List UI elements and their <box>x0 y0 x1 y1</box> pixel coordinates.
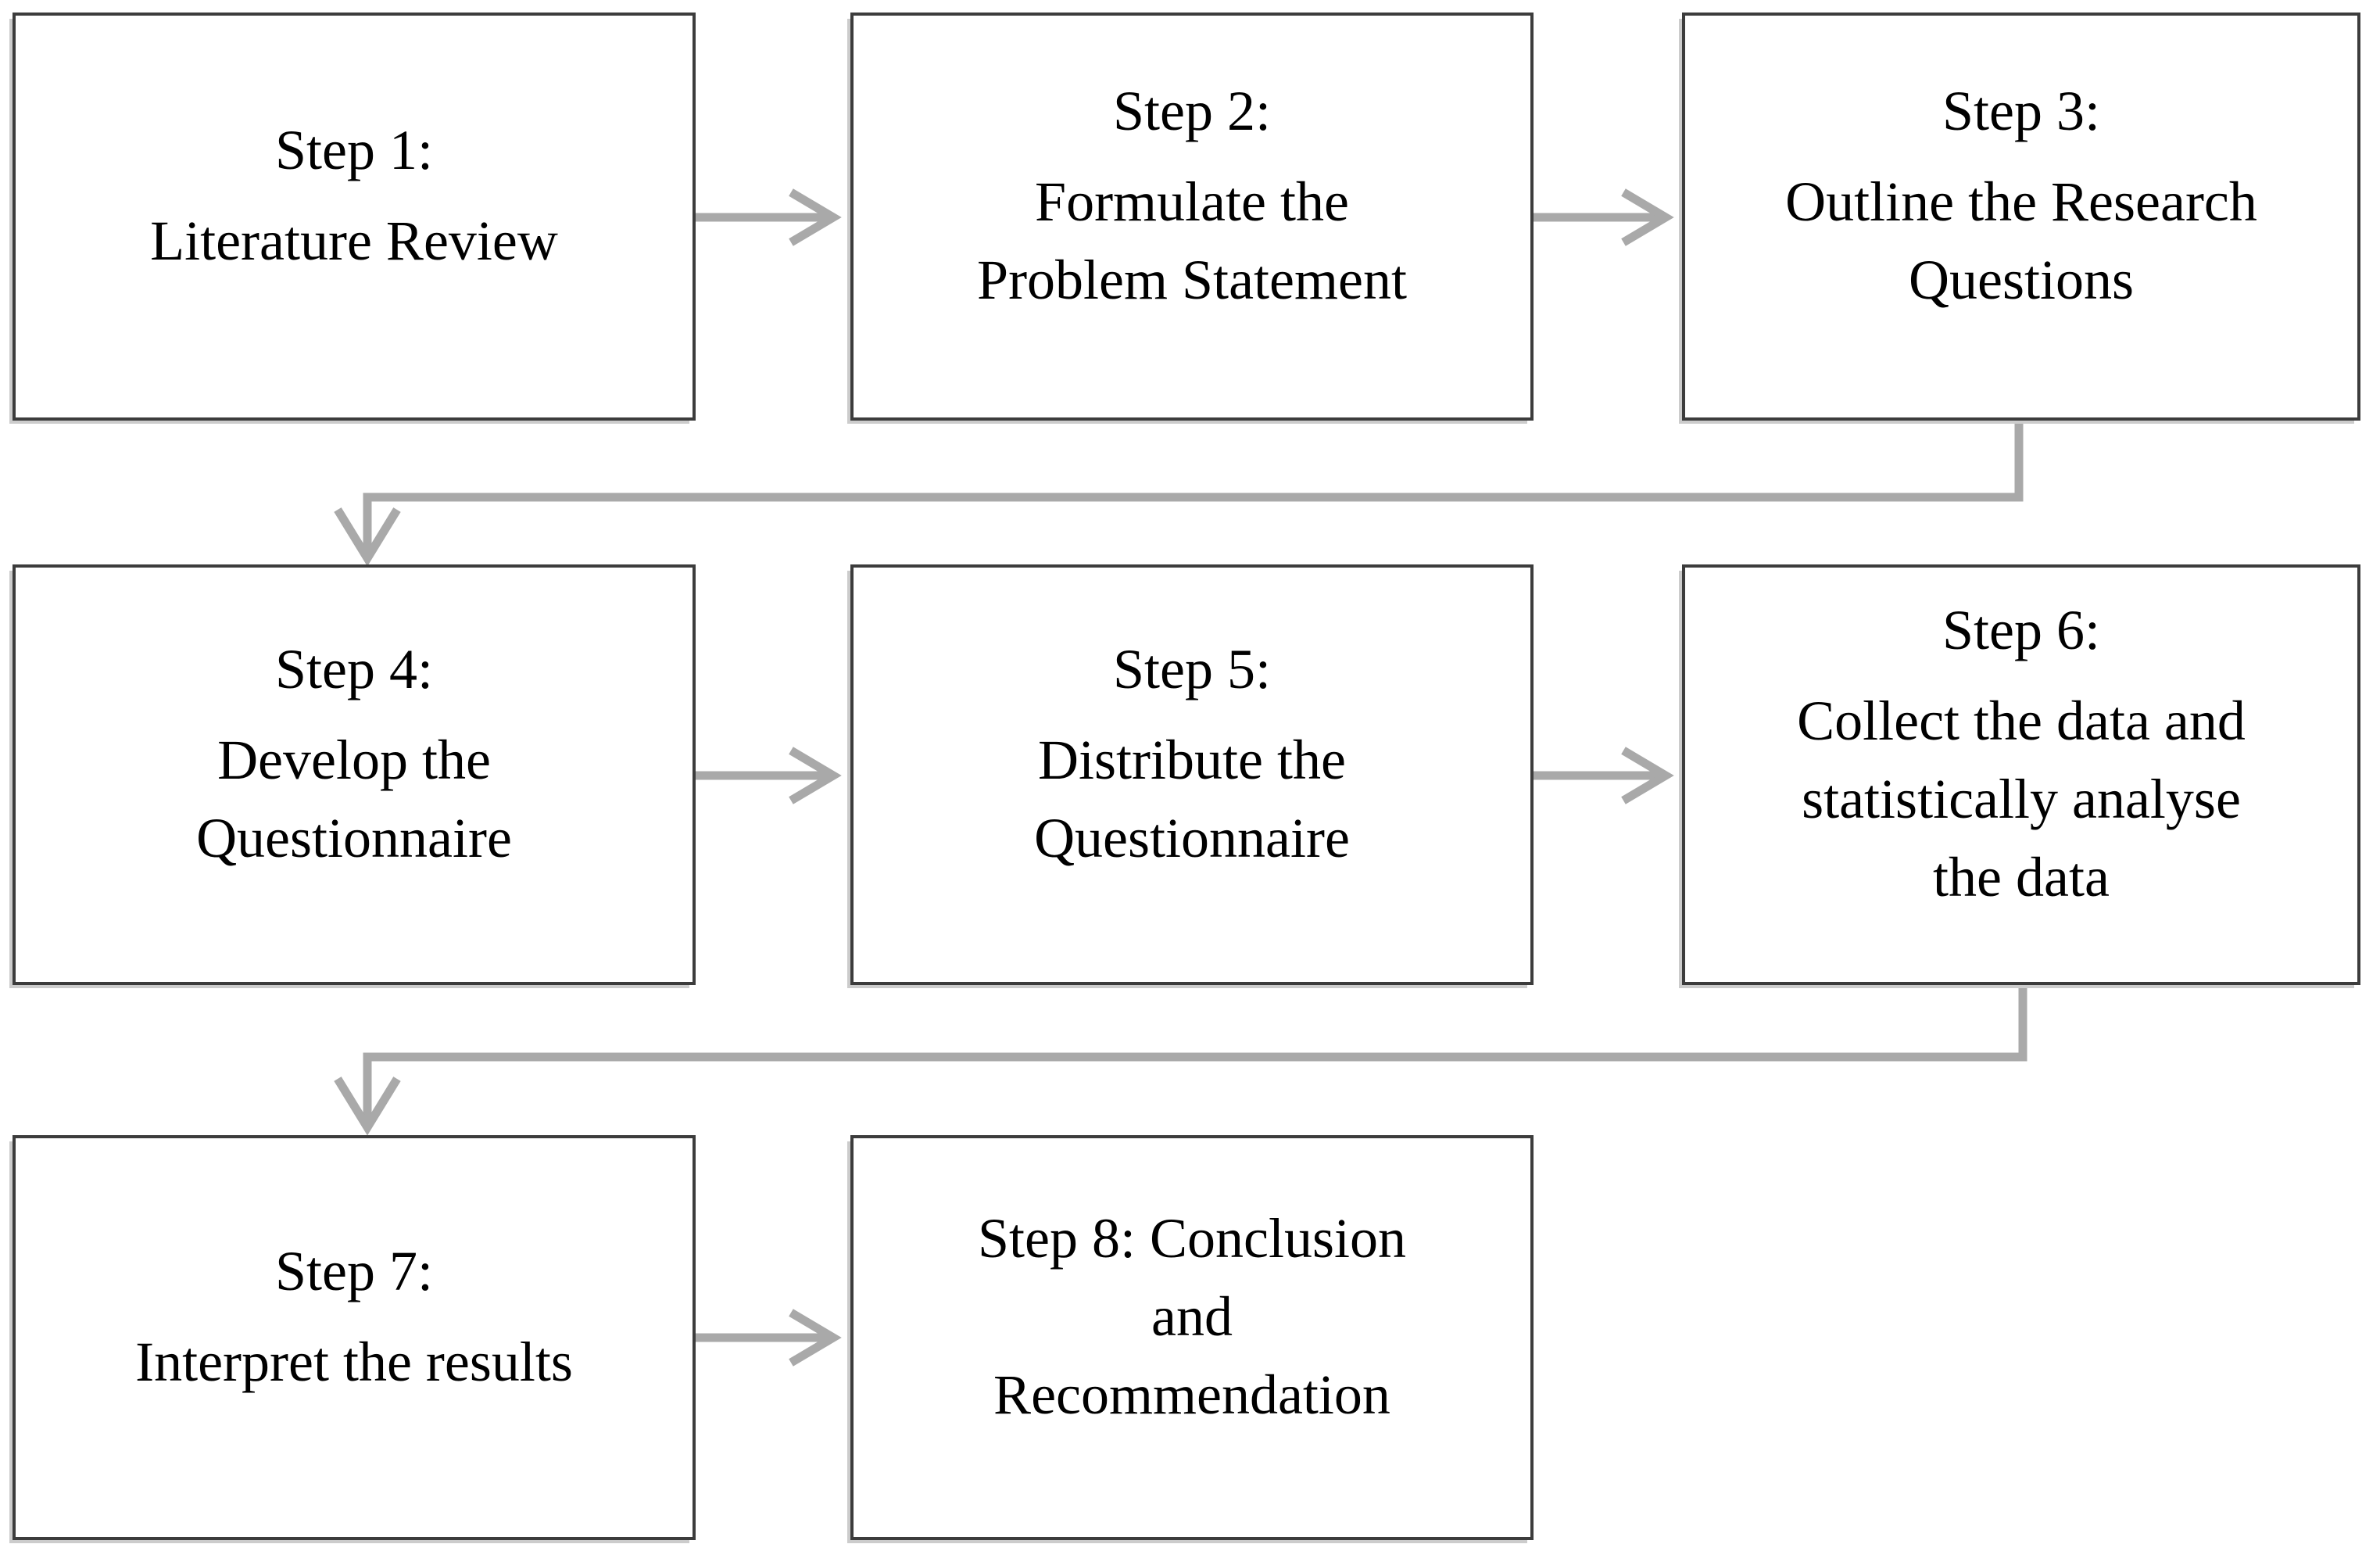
description-line: Literature Review <box>150 209 558 272</box>
step-label: Step 5: <box>1112 637 1271 700</box>
description-line: the data <box>1933 845 2110 908</box>
step-label: Step 4: <box>274 637 433 700</box>
connector-step6-to-step7 <box>334 987 2027 1136</box>
description-line: Outline the Research <box>1785 170 2257 233</box>
step-description: Interpret the results <box>135 1323 573 1401</box>
description-line: Distribute the <box>1038 728 1346 791</box>
step-label: Step 1: <box>274 118 433 181</box>
arrowhead-right-icon <box>1621 747 1674 804</box>
description-line: Questions <box>1909 248 2134 311</box>
description-line: Step 8: Conclusion <box>977 1206 1406 1270</box>
description-line: Recommendation <box>993 1363 1390 1426</box>
step-label: Step 7: <box>274 1239 433 1302</box>
arrowhead-down-icon <box>334 507 401 567</box>
flow-box-step-6: Step 6: Collect the data and statisticall… <box>1682 564 2360 985</box>
arrow-step5-to-step6 <box>1534 747 1674 804</box>
arrow-step2-to-step3 <box>1534 188 1674 246</box>
description-line: Questionnaire <box>196 806 512 869</box>
description-line: Develop the <box>217 728 491 791</box>
step-label: Step 2: <box>1112 79 1271 142</box>
flow-box-step-1: Step 1: Literature Review <box>13 13 696 421</box>
arrowhead-right-icon <box>789 188 842 246</box>
arrow-step1-to-step2 <box>696 188 842 246</box>
description-line: and <box>1151 1284 1233 1348</box>
arrowhead-right-icon <box>789 1309 842 1367</box>
connector-step3-to-step4 <box>334 422 2024 567</box>
arrowhead-right-icon <box>1621 188 1674 246</box>
description-line: Formulate the <box>1035 170 1349 233</box>
arrowhead-down-icon <box>334 1077 401 1136</box>
description-line: Collect the data and <box>1797 689 2246 752</box>
flow-box-step-7: Step 7: Interpret the results <box>13 1135 696 1540</box>
step-label: Step 3: <box>1942 79 2100 142</box>
description-line: Questionnaire <box>1034 806 1350 869</box>
arrowhead-right-icon <box>789 747 842 804</box>
arrow-step7-to-step8 <box>696 1309 842 1367</box>
arrow-step4-to-step5 <box>696 747 842 804</box>
step-label: Step 6: <box>1942 598 2100 661</box>
description-line: Problem Statement <box>977 248 1407 311</box>
description-line: Interpret the results <box>135 1330 573 1393</box>
description-line: statistically analyse <box>1802 767 2241 830</box>
step-description: Literature Review <box>150 202 558 280</box>
step-description: Collect the data and statistically analys… <box>1797 682 2246 916</box>
